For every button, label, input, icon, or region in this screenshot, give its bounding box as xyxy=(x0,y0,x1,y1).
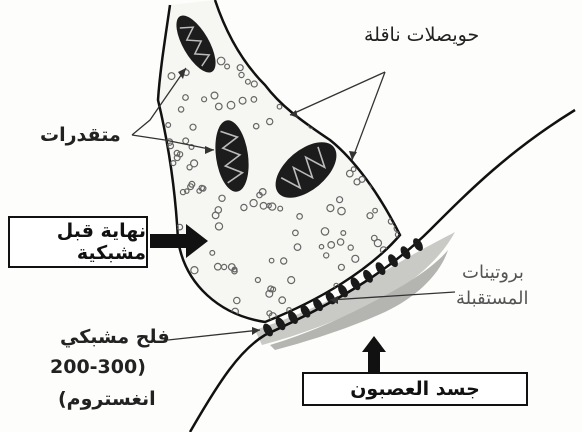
vesicle xyxy=(183,320,189,326)
synaptic-cleft-label-line1: فلح مشبكي xyxy=(60,326,170,348)
vesicle xyxy=(169,216,175,222)
vesicle xyxy=(162,176,169,183)
mitochondria-label: متقدرات xyxy=(40,124,121,146)
vesicle xyxy=(181,303,186,308)
synaptic-cleft-label-line3: انغستروم) xyxy=(58,388,156,410)
receptor-proteins-label-line2: المستقبلة xyxy=(456,288,529,309)
vesicle xyxy=(164,222,169,227)
synaptic-cleft-label-line2: (200-300 xyxy=(50,356,146,378)
vesicle xyxy=(167,311,173,317)
vesicle xyxy=(385,120,392,127)
vesicle xyxy=(309,80,315,86)
vesicle xyxy=(265,76,273,84)
vesicle xyxy=(341,79,348,86)
vesicle xyxy=(316,118,323,125)
vesicle xyxy=(171,265,179,273)
vesicles-label: حويصلات ناقلة xyxy=(364,24,479,46)
receptor-proteins-label-line1: بروتينات xyxy=(462,262,524,283)
vesicle xyxy=(317,60,321,64)
vesicle xyxy=(299,92,306,99)
vesicle xyxy=(199,301,205,307)
vesicle xyxy=(181,291,186,296)
presynaptic-terminal-label: نهاية قبل مشبكية xyxy=(8,216,148,268)
vesicle xyxy=(383,315,388,320)
vesicle xyxy=(190,295,197,302)
vesicle xyxy=(164,254,171,261)
vesicle xyxy=(310,81,316,87)
neuron-body-arrow-icon xyxy=(362,336,386,372)
vesicle xyxy=(183,293,189,299)
neuron-body-label: جسد العصبون xyxy=(302,372,528,406)
vesicle xyxy=(322,102,327,107)
vesicle xyxy=(280,77,287,84)
vesicle xyxy=(347,102,354,109)
vesicle xyxy=(384,158,391,165)
vesicle xyxy=(387,59,393,65)
vesicle xyxy=(289,71,295,77)
vesicle xyxy=(385,137,392,144)
vesicle xyxy=(278,83,282,87)
vesicle xyxy=(398,62,402,66)
vesicle xyxy=(164,258,170,264)
vesicle xyxy=(254,66,259,71)
